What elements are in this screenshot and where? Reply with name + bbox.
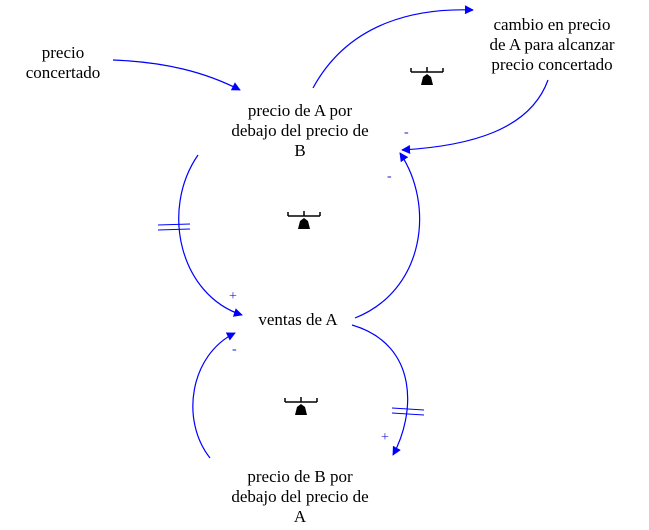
link-precio-a-to-ventas bbox=[178, 154, 243, 317]
polarity-cambio-to-precio-a: - bbox=[404, 125, 409, 140]
balancing-icon bbox=[287, 211, 321, 229]
link-ventas-to-precio-a bbox=[354, 152, 421, 319]
link-precio-a-to-cambio bbox=[312, 5, 474, 89]
balancing-icon bbox=[410, 67, 444, 85]
delay-mark-3 bbox=[391, 407, 425, 411]
node-precio-b-bajo-a: precio de B por debajo del precio de A bbox=[231, 467, 369, 526]
delay-mark-1 bbox=[157, 223, 191, 226]
polarity-precio-a-to-ventas: + bbox=[229, 289, 237, 304]
polarity-ventas-to-precio-a: - bbox=[387, 169, 392, 184]
node-ventas-a: ventas de A bbox=[258, 310, 338, 329]
node-precio-a-bajo-b: precio de A por debajo del precio de B bbox=[231, 101, 369, 160]
node-cambio-precio-a: cambio en precio de A para alcanzar prec… bbox=[489, 15, 615, 74]
link-precio-b-to-ventas bbox=[192, 332, 236, 459]
link-ventas-to-precio-b bbox=[351, 324, 409, 456]
polarity-ventas-to-precio-b: + bbox=[381, 430, 389, 445]
link-cambio-to-precio-a bbox=[401, 79, 549, 155]
delay-mark-4 bbox=[391, 412, 425, 416]
polarity-precio-b-to-ventas: - bbox=[232, 342, 237, 357]
node-precio-concertado: precio concertado bbox=[25, 43, 101, 82]
balancing-icon bbox=[284, 397, 318, 415]
link-concertado-to-precio-a bbox=[112, 59, 241, 91]
delay-mark-2 bbox=[157, 228, 191, 231]
